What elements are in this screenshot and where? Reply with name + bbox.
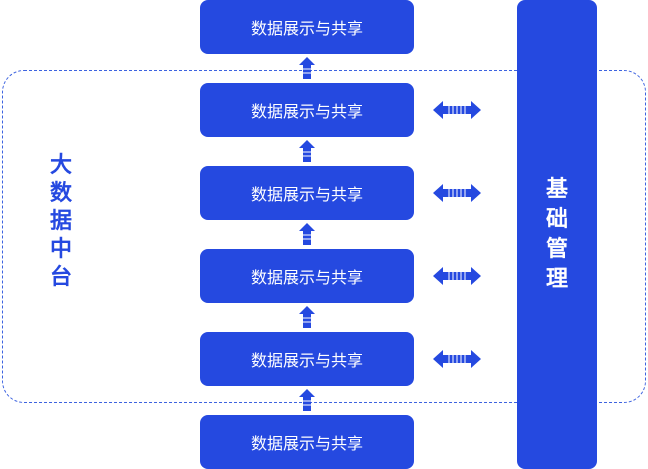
layer-box-5: 数据展示与共享	[200, 332, 414, 386]
double-arrow-icon	[433, 350, 481, 368]
layer-box-bottom: 数据展示与共享	[200, 415, 414, 469]
region-label: 大数据中台	[49, 153, 72, 290]
management-box: 基础管理	[517, 0, 597, 469]
management-label: 基础管理	[545, 176, 568, 292]
up-arrow-icon	[299, 306, 315, 328]
data-platform-region	[2, 70, 646, 403]
up-arrow-icon	[299, 389, 315, 411]
double-arrow-icon	[433, 267, 481, 285]
up-arrow-icon	[299, 57, 315, 79]
double-arrow-icon	[433, 101, 481, 119]
layer-box-top: 数据展示与共享	[200, 0, 414, 54]
layer-box-2: 数据展示与共享	[200, 83, 414, 137]
layer-box-4: 数据展示与共享	[200, 249, 414, 303]
double-arrow-icon	[433, 184, 481, 202]
layer-box-3: 数据展示与共享	[200, 166, 414, 220]
up-arrow-icon	[299, 140, 315, 162]
up-arrow-icon	[299, 223, 315, 245]
